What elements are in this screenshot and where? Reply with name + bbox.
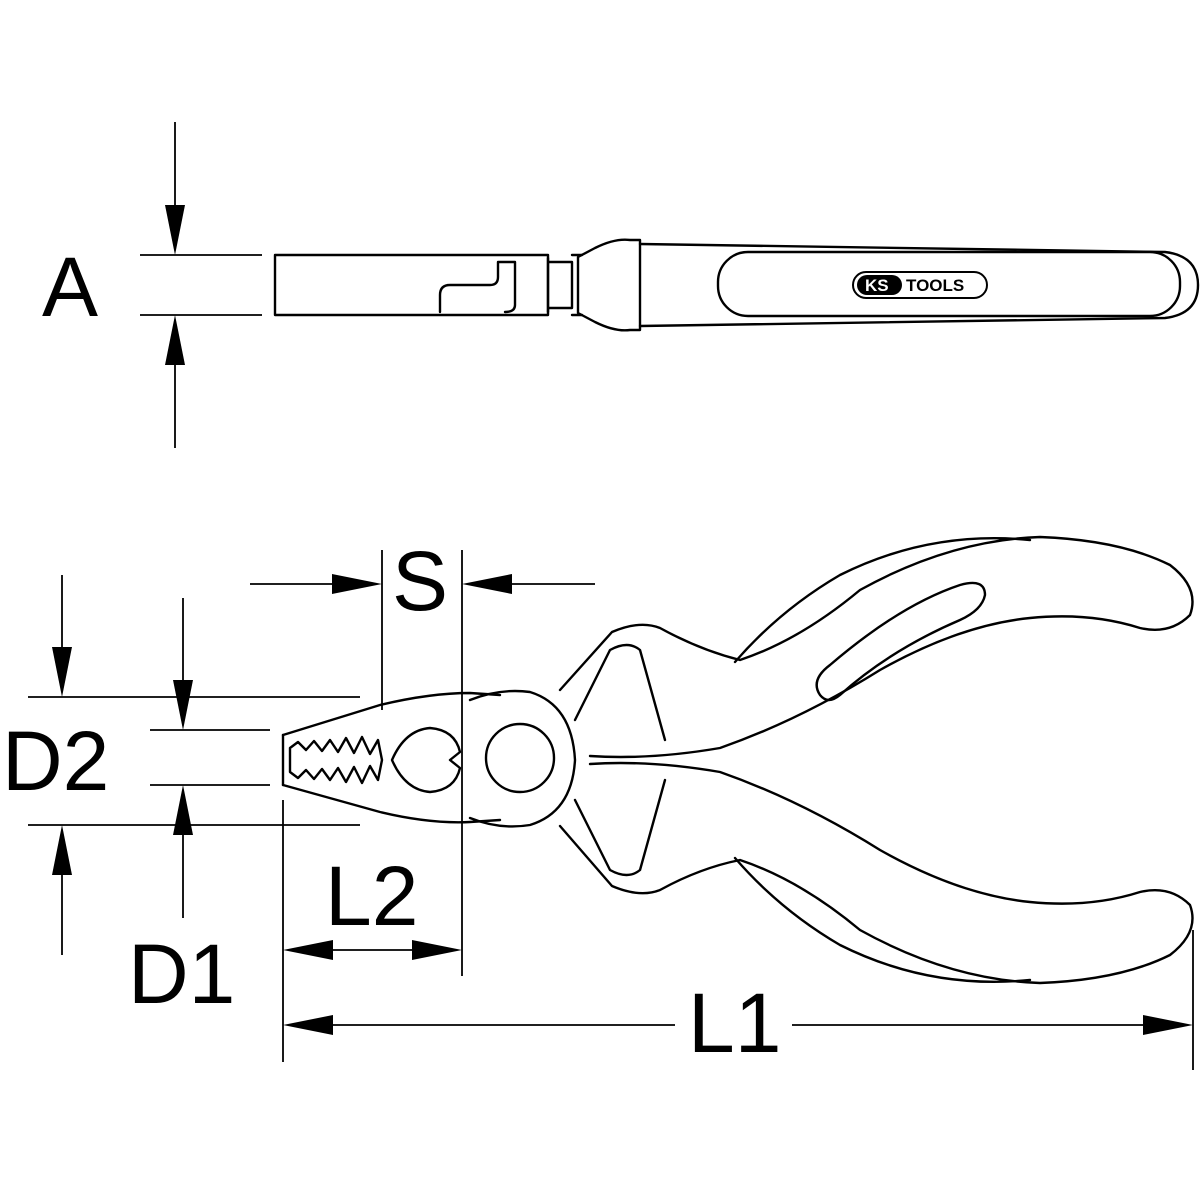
logo-tools-text: TOOLS: [906, 276, 964, 295]
pliers-top-view: KS TOOLS: [273, 238, 1200, 332]
top-view-joint: [546, 253, 584, 317]
top-view-jaw: [273, 253, 550, 317]
dimension-d2: D2: [2, 598, 270, 918]
upper-handle-slot: [815, 581, 987, 702]
pipe-grip: [390, 726, 462, 794]
top-view-grip-inlay: [716, 250, 1182, 318]
dimension-d1: D1: [28, 575, 360, 1021]
upper-handle-outer: [558, 535, 1194, 759]
label-l1: L1: [688, 976, 781, 1070]
dimension-s: S: [250, 534, 595, 976]
ks-tools-logo: KS TOOLS: [852, 271, 988, 299]
top-view-collar: [576, 238, 642, 332]
label-a: A: [42, 240, 98, 334]
upper-jaw: [281, 691, 502, 737]
lower-handle-outer: [558, 761, 1194, 985]
label-l2: L2: [325, 849, 418, 943]
top-view-jaw-step: [438, 260, 517, 314]
logo-ks-text: KS: [865, 276, 889, 295]
hinge-body: [468, 689, 577, 828]
lower-handle-inner: [573, 778, 667, 877]
gripping-teeth: [288, 735, 384, 785]
upper-handle-divider: [733, 537, 1032, 664]
dimension-l1: L1: [283, 930, 1194, 1070]
top-view-handle: [638, 242, 1200, 328]
pliers-front-view: [281, 535, 1194, 985]
label-s: S: [392, 534, 448, 628]
hinge-rivet: [484, 722, 556, 794]
label-d1: D1: [128, 927, 235, 1021]
dimension-l2: L2: [282, 800, 462, 1062]
dimension-a: A: [42, 122, 262, 448]
label-d2: D2: [2, 714, 109, 808]
lower-jaw: [281, 783, 502, 824]
lower-handle-divider: [733, 856, 1032, 983]
upper-handle-inner: [573, 643, 667, 742]
